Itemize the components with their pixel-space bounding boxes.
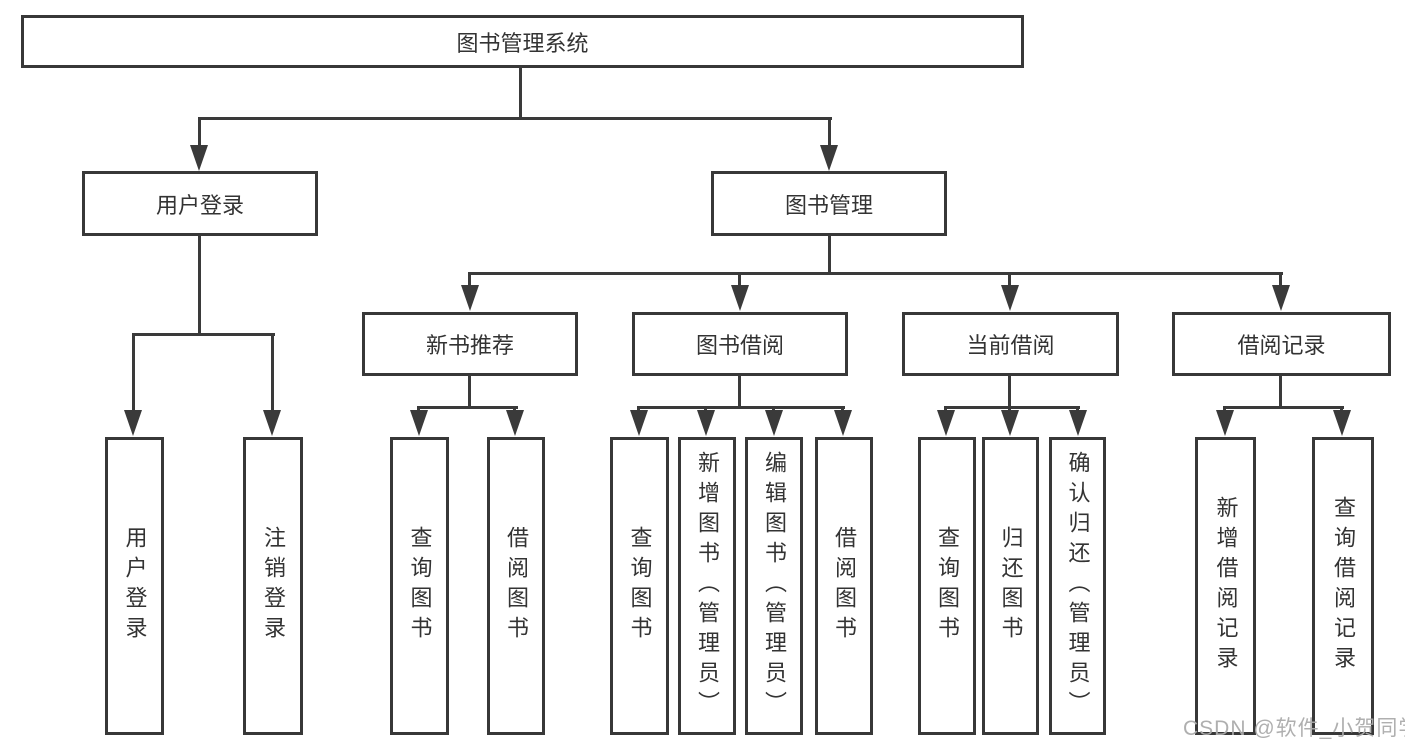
connector-level3-rail	[468, 272, 1283, 275]
connector-login-child2-drop	[271, 333, 274, 418]
arrowhead-login-child1-icon	[124, 410, 142, 436]
csdn-watermark: CSDN @软件_小贺同学	[1183, 717, 1405, 740]
node-borrow-records: 借阅记录	[1172, 312, 1391, 376]
connector-mgmt-stub	[828, 235, 831, 275]
connector-l3-drop-4	[1279, 272, 1282, 292]
connector-login-stub	[198, 235, 201, 336]
connector-current-fork-rail	[944, 406, 1080, 409]
arrowhead-recommend-1-icon	[410, 410, 428, 436]
node-leaf-query-books-current: 查询图书	[918, 437, 976, 735]
connector-current-stub	[1008, 375, 1011, 409]
node-leaf-borrow-books-recommend: 借阅图书	[487, 437, 545, 735]
arrowhead-l3-1-icon	[461, 285, 479, 311]
arrowhead-l3-3-icon	[1001, 285, 1019, 311]
arrowhead-borrow-3-icon	[765, 410, 783, 436]
arrowhead-l3-4-icon	[1272, 285, 1290, 311]
node-root: 图书管理系统	[21, 15, 1024, 68]
connector-mgmt-drop	[828, 117, 831, 150]
connector-l3-drop-2	[738, 272, 741, 292]
connector-level2-rail	[198, 117, 832, 120]
arrowhead-current-2-icon	[1001, 410, 1019, 436]
node-current-borrow: 当前借阅	[902, 312, 1119, 376]
node-leaf-edit-books-admin: 编辑图书（管理员）	[745, 437, 803, 735]
connector-records-fork-rail	[1223, 406, 1344, 409]
connector-borrow-fork-rail	[637, 406, 845, 409]
node-book-management: 图书管理	[711, 171, 947, 236]
connector-l3-drop-1	[468, 272, 471, 292]
node-leaf-confirm-return-admin: 确认归还（管理员）	[1049, 437, 1106, 735]
connector-borrow-stub	[738, 375, 741, 409]
arrowhead-login-icon	[190, 145, 208, 171]
arrowhead-borrow-2-icon	[697, 410, 715, 436]
arrowhead-borrow-4-icon	[834, 410, 852, 436]
connector-root-stub	[519, 67, 522, 120]
connector-recommend-stub	[468, 375, 471, 409]
arrowhead-records-2-icon	[1333, 410, 1351, 436]
connector-login-drop	[198, 117, 201, 150]
node-leaf-query-books-borrow: 查询图书	[610, 437, 669, 735]
node-leaf-logout: 注销登录	[243, 437, 303, 735]
connector-login-fork-rail	[132, 333, 275, 336]
arrowhead-borrow-1-icon	[630, 410, 648, 436]
arrowhead-records-1-icon	[1216, 410, 1234, 436]
arrowhead-login-child2-icon	[263, 410, 281, 436]
arrowhead-mgmt-icon	[820, 145, 838, 171]
arrowhead-current-3-icon	[1069, 410, 1087, 436]
connector-records-stub	[1279, 375, 1282, 409]
node-book-borrow: 图书借阅	[632, 312, 848, 376]
connector-l3-drop-3	[1008, 272, 1011, 292]
connector-login-child1-drop	[132, 333, 135, 418]
node-user-login: 用户登录	[82, 171, 318, 236]
arrowhead-l3-2-icon	[731, 285, 749, 311]
node-leaf-query-borrow-record: 查询借阅记录	[1312, 437, 1374, 735]
connector-recommend-fork-rail	[417, 406, 518, 409]
node-leaf-user-login: 用户登录	[105, 437, 164, 735]
arrowhead-current-1-icon	[937, 410, 955, 436]
node-leaf-borrow-books: 借阅图书	[815, 437, 873, 735]
arrowhead-recommend-2-icon	[506, 410, 524, 436]
node-leaf-add-borrow-record: 新增借阅记录	[1195, 437, 1256, 735]
node-leaf-return-books: 归还图书	[982, 437, 1039, 735]
node-leaf-query-books-recommend: 查询图书	[390, 437, 449, 735]
node-leaf-add-books-admin: 新增图书（管理员）	[678, 437, 736, 735]
node-new-book-recommend: 新书推荐	[362, 312, 578, 376]
